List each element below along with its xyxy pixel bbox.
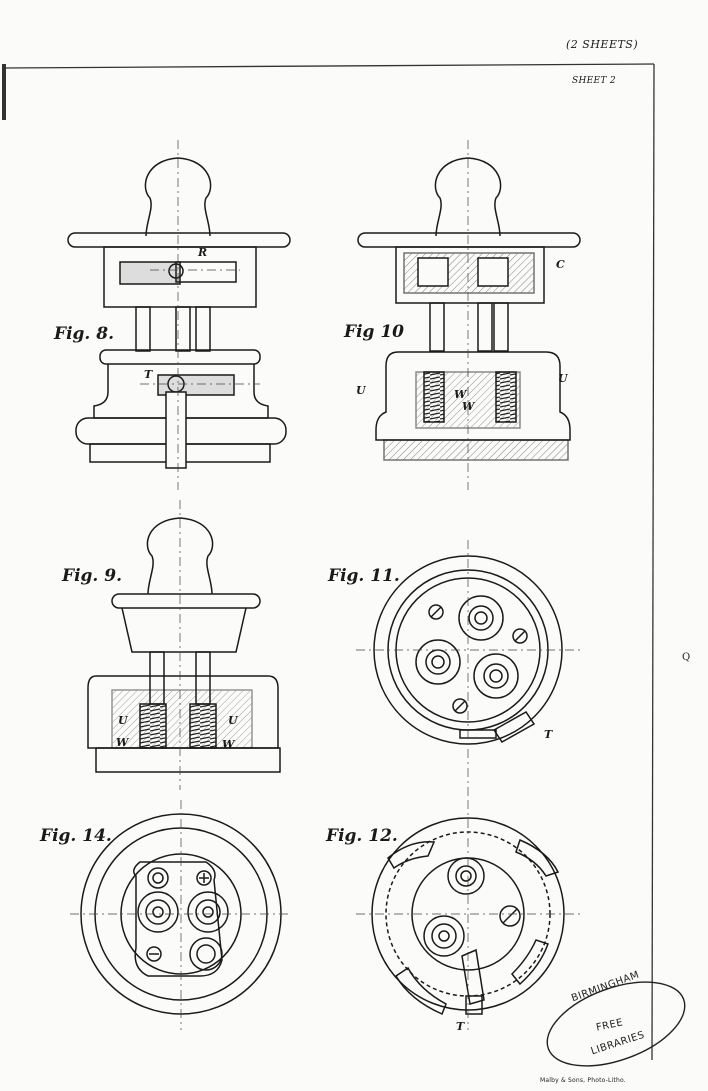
fig12-label: Fig. 12. <box>326 826 398 846</box>
letter-r: R <box>198 246 208 259</box>
letter-u-fig10-left: U <box>356 384 366 397</box>
letter-w-fig10-a: W <box>454 388 467 401</box>
fig11-drawing <box>356 540 580 800</box>
sheets-count: (2 SHEETS) <box>566 38 639 51</box>
sheet-border <box>2 63 655 1061</box>
side-mark: Q <box>682 652 691 663</box>
letter-u-fig10-right: U <box>558 372 568 385</box>
letter-w-fig9-left: W <box>116 736 129 749</box>
fig14-label: Fig. 14. <box>40 826 112 846</box>
letter-t-fig12: T <box>456 1020 465 1033</box>
fig9-drawing <box>87 500 281 790</box>
printer-credit: Malby & Sons, Photo-Litho. <box>540 1077 626 1084</box>
letter-t-fig8: T <box>144 368 153 381</box>
library-stamp <box>546 981 686 1067</box>
letter-t-fig11: T <box>544 728 553 741</box>
letter-u-fig9-right: U <box>228 714 238 727</box>
fig9-label: Fig. 9. <box>62 566 122 586</box>
fig14-drawing <box>70 800 292 1030</box>
letter-w-fig9-right: W <box>222 738 235 751</box>
fig12-drawing <box>356 800 580 1030</box>
letter-c: C <box>556 258 565 271</box>
letter-w-fig10-b: W <box>462 400 475 413</box>
fig10-label: Fig 10 <box>344 322 404 342</box>
sheet-number: SHEET 2 <box>572 76 616 86</box>
fig10-drawing <box>357 140 581 490</box>
fig8-drawing <box>67 140 291 490</box>
letter-u-fig9-left: U <box>118 714 128 727</box>
fig11-label: Fig. 11. <box>328 566 400 586</box>
fig8-label: Fig. 8. <box>54 324 114 344</box>
